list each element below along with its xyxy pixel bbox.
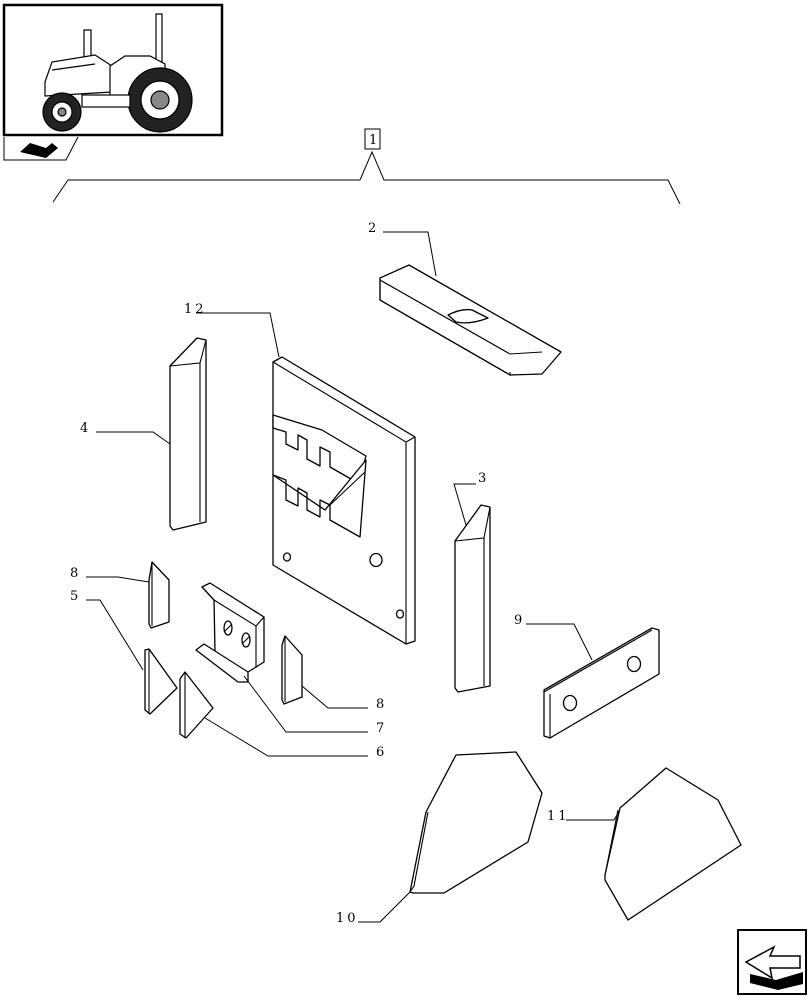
callout-10: 10 [336, 911, 359, 926]
callout-11: 11 [547, 809, 570, 824]
callout-5: 5 [70, 589, 81, 604]
callout-6: 6 [376, 745, 387, 760]
part-2[interactable] [379, 264, 562, 376]
callout-9: 9 [514, 613, 525, 628]
part-5[interactable] [144, 648, 178, 715]
part-9[interactable] [543, 627, 660, 739]
callout-2: 2 [368, 221, 379, 236]
callout-4: 4 [80, 421, 91, 436]
book-icon[interactable] [3, 136, 79, 161]
part-3[interactable] [454, 504, 491, 693]
part-8-upper[interactable] [148, 561, 170, 629]
callout-7: 7 [376, 721, 387, 736]
assembly-label: 1 [369, 133, 380, 148]
tractor-thumbnail-icon[interactable] [2, 3, 224, 137]
part-8-lower[interactable] [281, 635, 303, 705]
part-7[interactable] [195, 582, 265, 683]
callout-3: 3 [478, 471, 489, 486]
part-6[interactable] [179, 671, 214, 739]
callout-8-upper: 8 [70, 566, 81, 581]
part-11[interactable] [604, 767, 742, 921]
assembly-brace: 1 [52, 128, 681, 205]
part-12[interactable] [272, 356, 416, 645]
previous-page-arrow-icon[interactable] [737, 929, 807, 995]
part-4[interactable] [169, 337, 207, 531]
callout-8-lower: 8 [376, 697, 387, 712]
part-10[interactable] [409, 751, 543, 894]
callout-12: 12 [184, 302, 207, 317]
